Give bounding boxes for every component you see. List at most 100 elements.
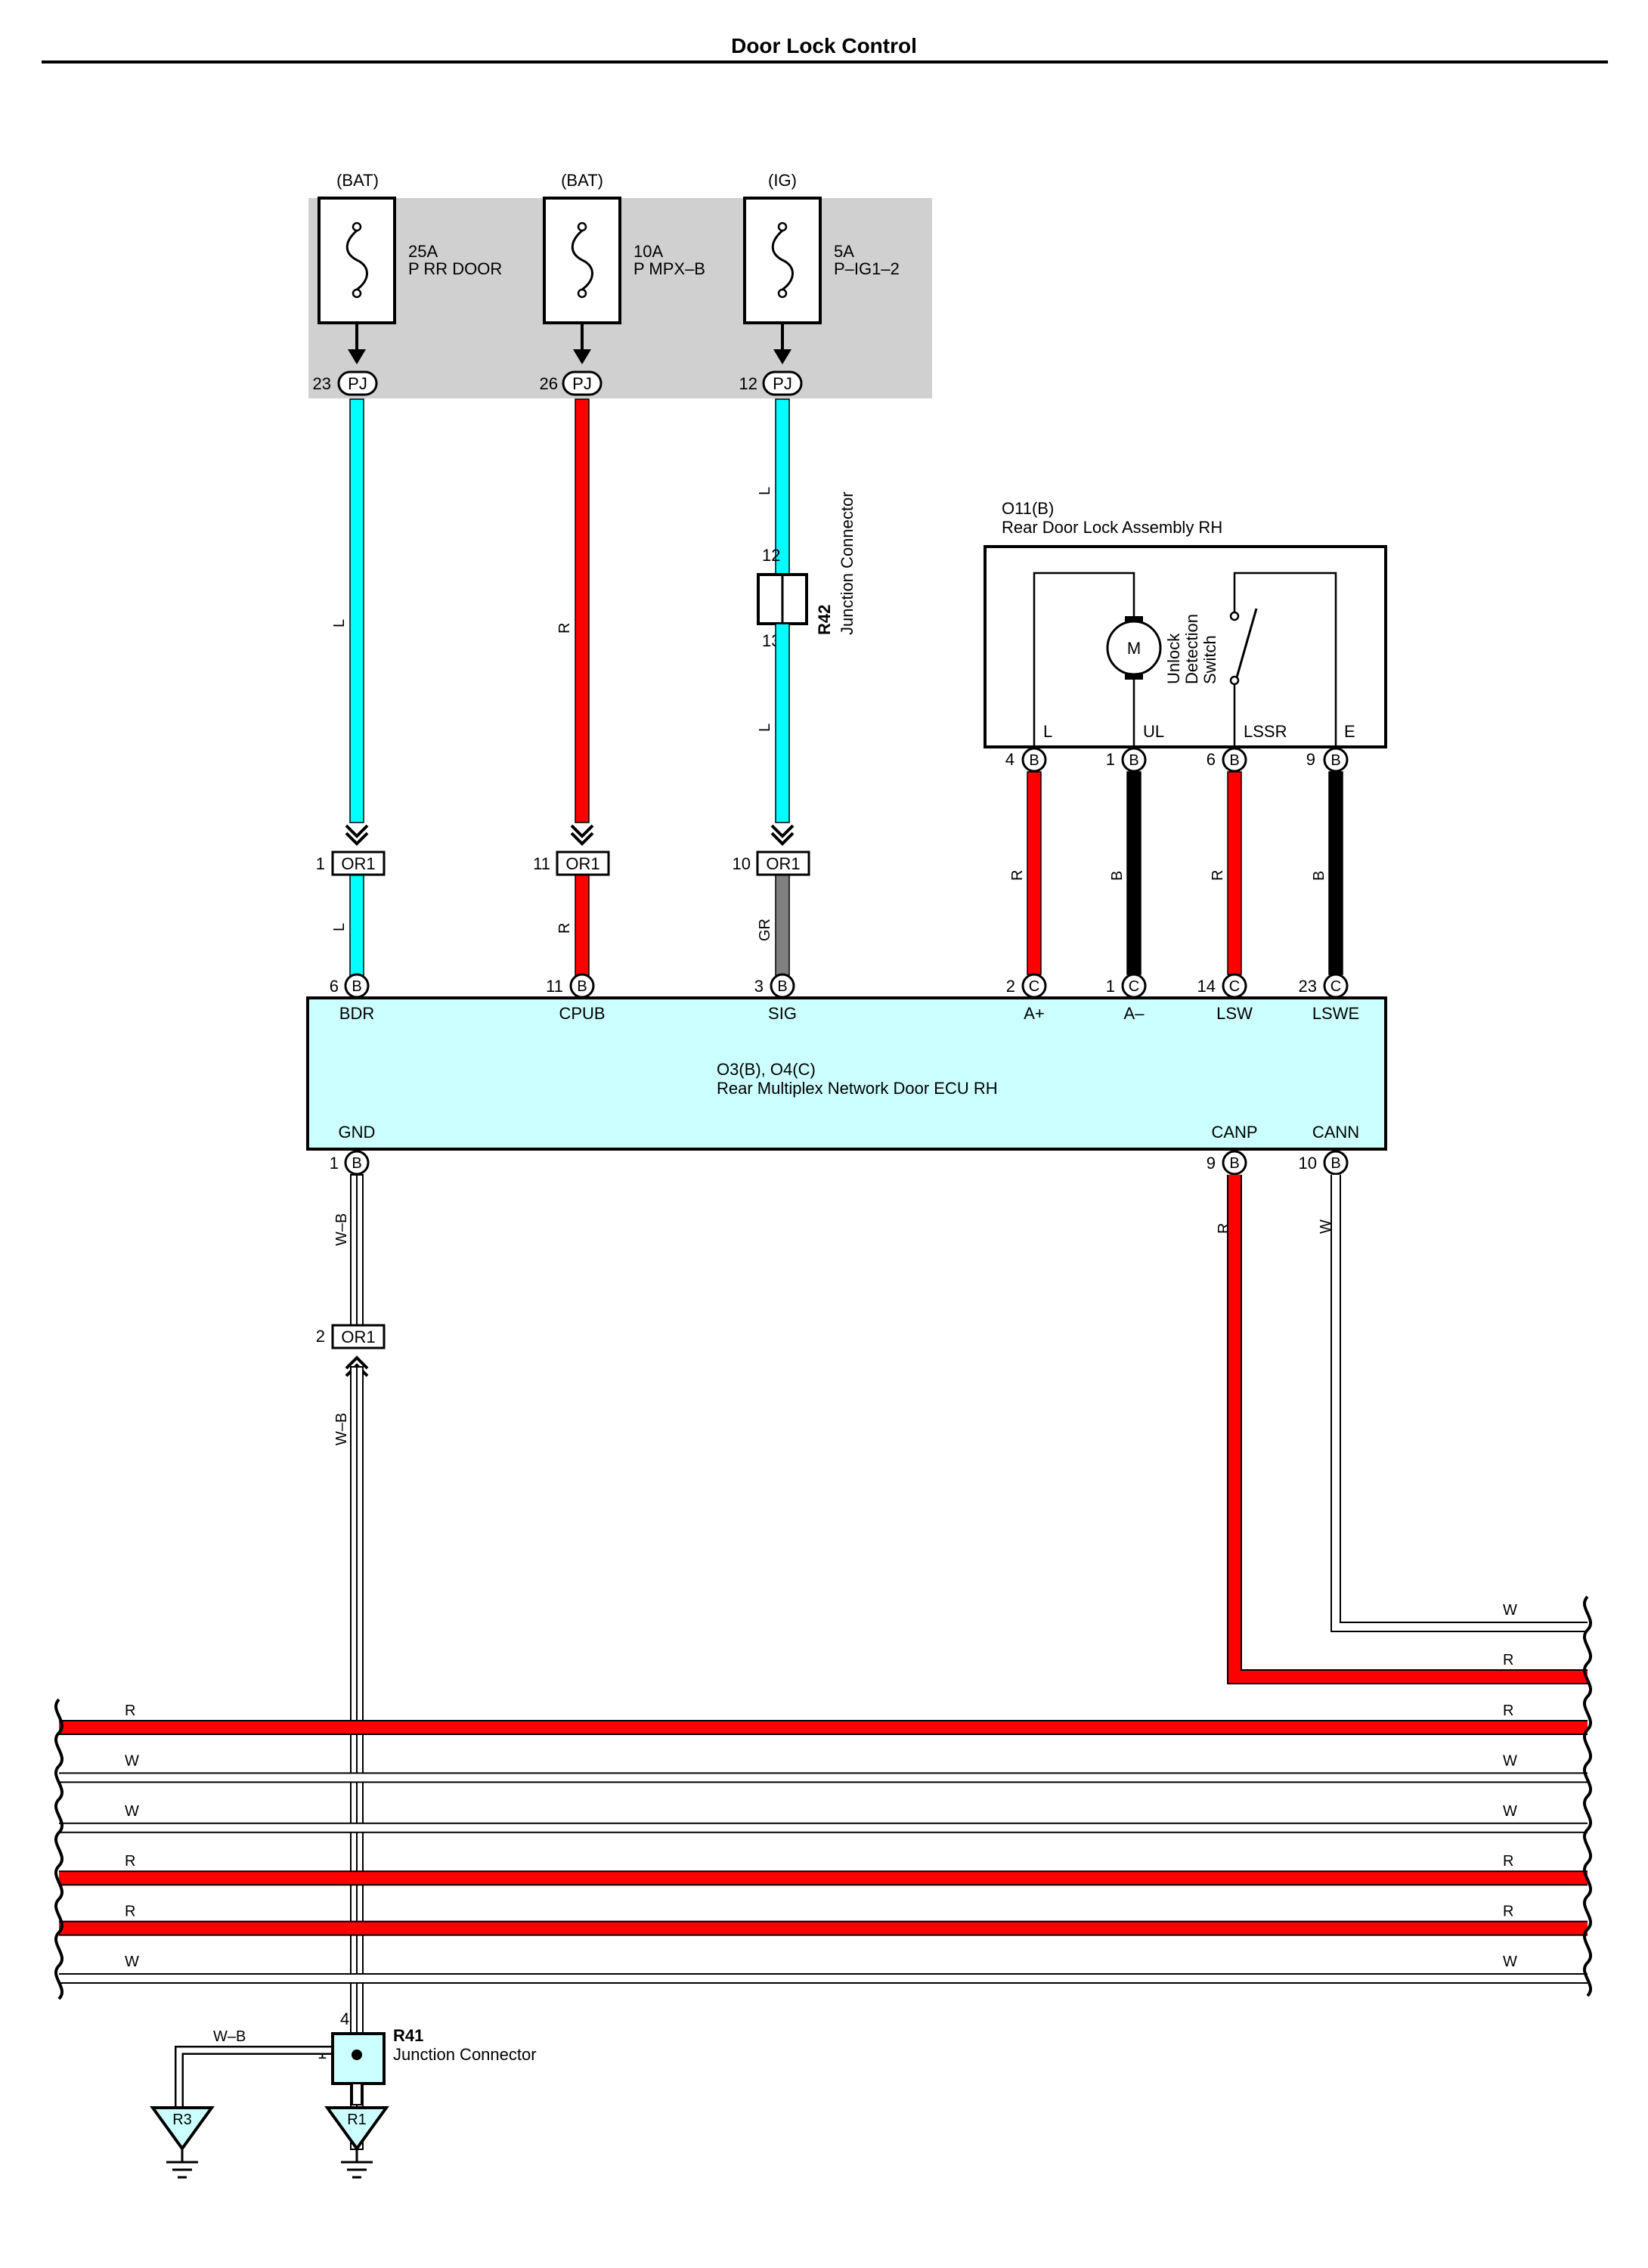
connector-label: PJ [773,374,792,393]
wire-color-label: W–B [213,2028,246,2045]
wire-color-label: R [125,1853,135,1870]
wire-lsw: R [1210,771,1242,975]
pin-number: 4 [1005,750,1015,769]
terminal-label: L [1043,722,1052,741]
wire-color-label: R [125,1904,135,1920]
pin-connector: B [1229,752,1239,769]
pin-connector: C [1229,978,1240,995]
terminal-label: A– [1124,1004,1145,1023]
wire-color-label: L [331,619,348,627]
fuse-element-icon [345,229,368,291]
pin-number: 23 [1299,977,1317,996]
component-id: O3(B), O4(C) [717,1060,816,1079]
wire-a-minus: B [1109,771,1142,975]
page-title: Door Lock Control [731,34,917,57]
connector-label: OR1 [565,854,599,873]
pin-number: 11 [546,977,563,996]
junction-id: R41 [393,2026,423,2045]
switch-label: Detection [1182,614,1201,684]
switch-label: Switch [1200,635,1219,684]
junction-id: R42 [815,605,834,635]
connector-or1-2 [331,1324,386,1349]
ground-label: R3 [172,2112,192,2128]
junction-connector-r41: 4 R41 Junction Connector 1 W–B [175,2009,537,2108]
fuse-rating: 5A [834,242,854,261]
connector-pj [562,370,603,396]
wire-a-plus: R [1009,771,1042,975]
wire-canp: R R [1216,1175,1588,1684]
pin-number: 2 [1006,977,1015,996]
pin-connector: B [1330,752,1340,769]
break-mark-left [54,1698,64,2000]
wire-color-label: W–B [333,1413,350,1445]
fuse-source: (BAT) [561,171,603,190]
door-lock-pin-ul: 1 B [1106,747,1147,773]
wire-color-label: W–B [333,1213,350,1246]
connector-pin: 26 [540,374,558,393]
connector-pin: 1 [316,854,325,873]
connector-arrow-icon [345,824,369,846]
wire-color-label: GR [757,919,773,941]
pin-number: 6 [330,977,339,996]
wire-color-label: W [1503,1752,1517,1769]
wire-color-label: W [1318,1219,1334,1234]
ecu-pin-cpub: 11 B [546,973,595,999]
fuse-p-ig1-2: (IG) 5A P–IG1–2 12 PJ [739,171,900,396]
connector-pin: 10 [733,854,751,873]
pin-connector: B [1129,752,1138,769]
pin-connector: B [577,978,587,995]
connector-label: PJ [348,374,367,393]
wire-color-label: W [125,1954,139,1970]
wire-cann: W W [1318,1175,1588,1632]
wire-color-label: R [1503,1853,1513,1870]
junction-name: Junction Connector [393,2045,537,2064]
pin-number: 6 [1207,750,1216,769]
arrow-down-icon [773,349,791,364]
arrow-down-icon [573,349,591,364]
connector-or1-1: 1 OR1 [316,850,386,876]
ecu-pin-bdr: 6 B [330,973,370,999]
fuse-element-icon [571,229,593,291]
ecu-pin-a-plus: 2 C [1006,973,1047,999]
fuse-name: P–IG1–2 [834,259,900,278]
motor-label: M [1127,639,1141,658]
wire-lswe: B [1311,771,1343,975]
terminal-label: CPUB [559,1004,605,1023]
pin-connector: C [1129,978,1139,995]
pin-number: 9 [1306,750,1315,769]
door-lock-assembly: O11(B) Rear Door Lock Assembly RH M Unlo… [984,499,1387,748]
wire-color-label: R [1503,1652,1513,1668]
connector-label: OR1 [766,854,800,873]
connector-pj [337,370,378,396]
wire-color-label: R [1503,1703,1513,1719]
fuse-source: (BAT) [336,171,379,190]
connector-pin: 2 [316,1327,325,1346]
ground-r1-icon: R1 [324,2106,389,2179]
fuse-source: (IG) [768,171,797,190]
wire-color-label: R [556,923,573,934]
fuse-rating: 10A [633,242,663,261]
door-lock-pin-l: 4 B [1005,747,1047,773]
wire-color-label: W [1503,1602,1517,1619]
switch-label: Unlock [1164,633,1183,684]
terminal-label: UL [1143,722,1164,741]
ground-r3-icon: R3 [150,2106,215,2179]
pin-connector: B [1229,1155,1239,1172]
pin-connector: B [352,1155,361,1172]
wire-color-label: L [757,487,773,495]
junction-pin: 4 [340,2009,349,2028]
door-lock-pin-e: 9 B [1306,747,1349,773]
connector-pin: 11 [533,854,550,873]
switch-icon [1235,608,1258,678]
wire-color-label: L [331,923,348,931]
wire-gnd: W–B 2 OR1 W–B [316,1174,386,2150]
connector-pj [762,370,803,396]
ground-label: R1 [347,2112,367,2128]
ecu-pin-cann: 10 B [1299,1150,1349,1176]
